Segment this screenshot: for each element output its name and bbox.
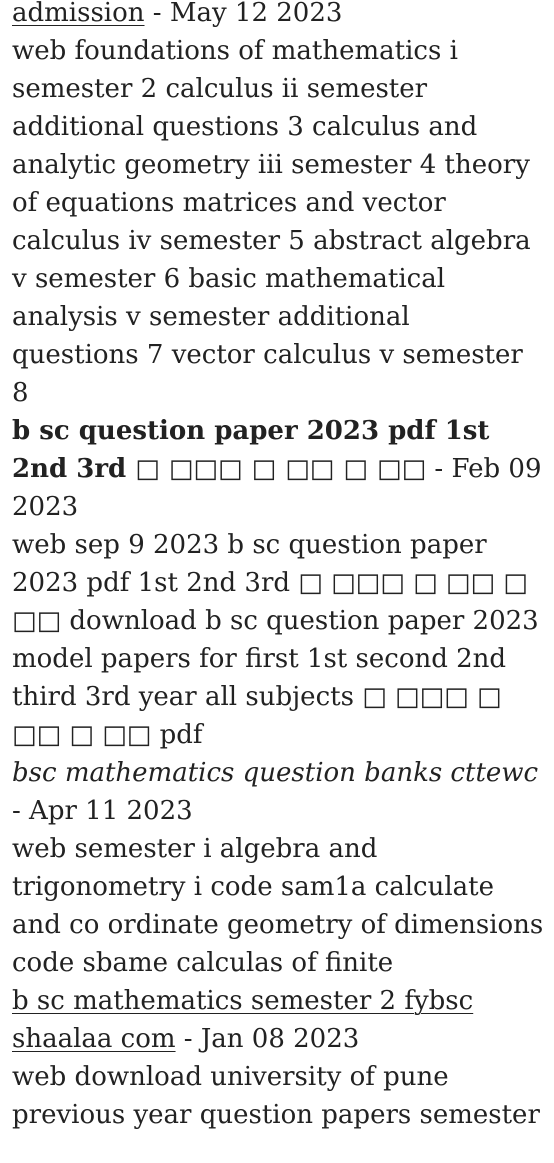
result-title-link[interactable]: admission [12,0,145,28]
search-results-document: admission - May 12 2023 web foundations … [12,0,544,1134]
result-title-row: b sc mathematics semester 2 fybsc shaala… [12,982,544,1058]
result-date: - Jan 08 2023 [175,1024,360,1054]
result-date: - Feb 09 2023 [12,454,542,522]
result-title-row: b sc question paper 2023 pdf 1st 2nd 3rd… [12,412,544,526]
result-snippet: web sep 9 2023 b sc question paper 2023 … [12,530,539,750]
result-entry: b sc mathematics semester 2 fybsc shaala… [12,982,544,1134]
result-title-row: admission - May 12 2023 [12,0,544,32]
result-date: - May 12 2023 [144,0,343,28]
result-snippet: web foundations of mathematics i semeste… [12,36,531,408]
result-entry: b sc question paper 2023 pdf 1st 2nd 3rd… [12,412,544,754]
result-date: - Apr 11 2023 [12,796,193,826]
result-snippet: web semester i algebra and trigonometry … [12,834,544,978]
result-snippet: web download university of pune previous… [12,1062,540,1130]
result-title[interactable]: b sc question paper 2023 pdf 1st 2nd 3rd… [12,416,490,484]
result-title[interactable]: bsc mathematics question banks cttewc [12,758,539,788]
result-title-row: bsc mathematics question banks cttewc - … [12,754,544,830]
result-title-link[interactable]: b sc mathematics semester 2 fybsc shaala… [12,986,474,1054]
result-entry: admission - May 12 2023 web foundations … [12,0,544,412]
result-entry: bsc mathematics question banks cttewc - … [12,754,544,982]
